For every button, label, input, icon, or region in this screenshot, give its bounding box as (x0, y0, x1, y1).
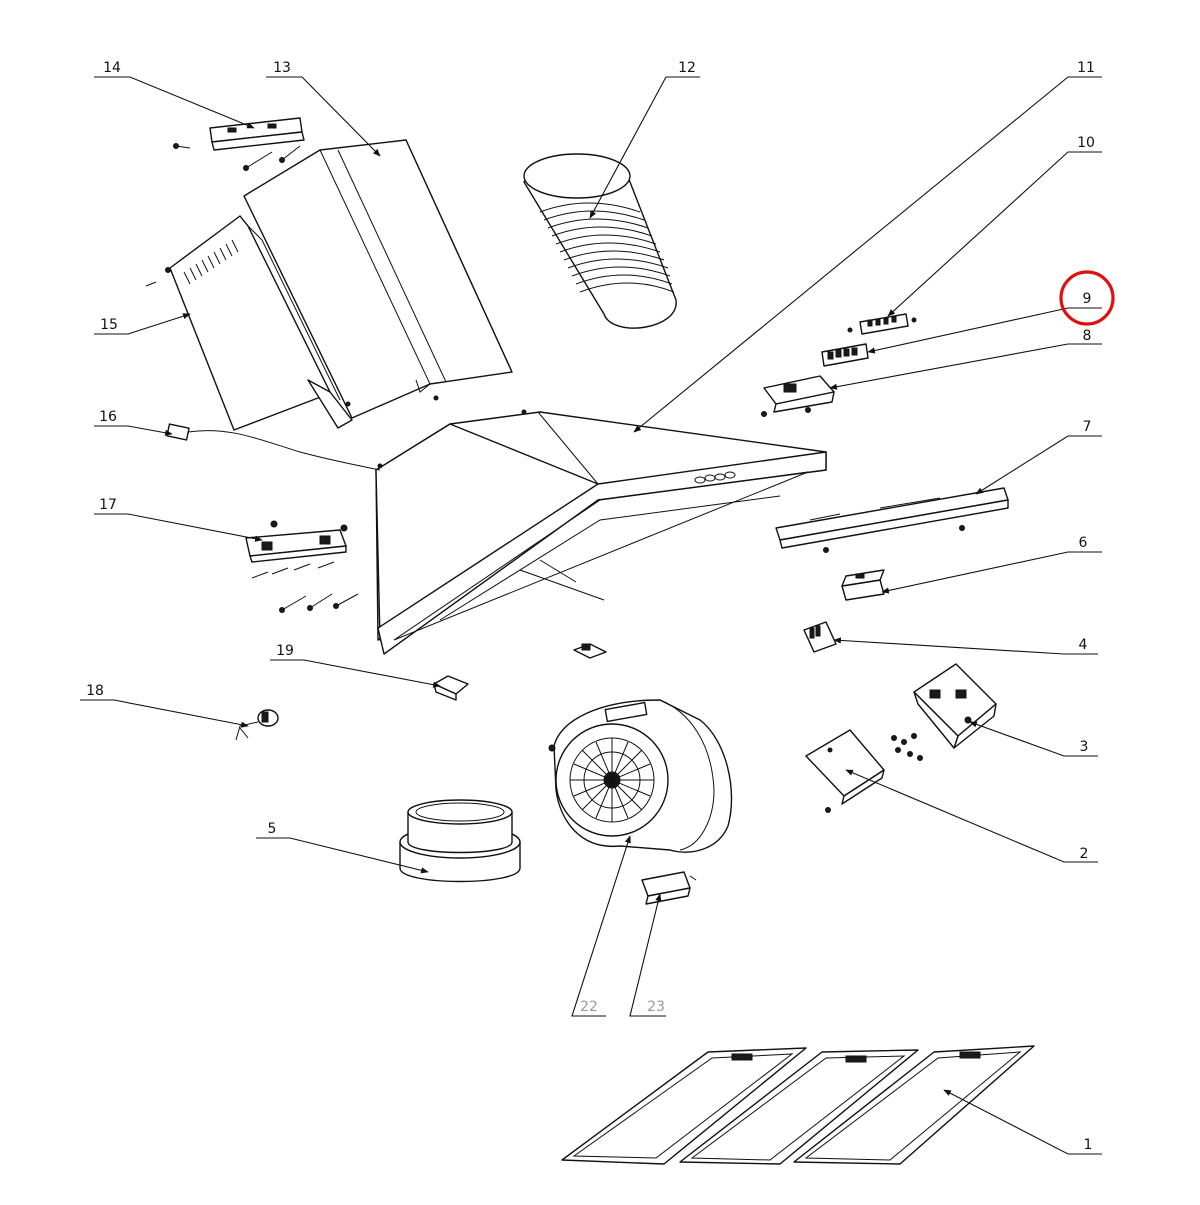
callout-label: 17 (99, 497, 117, 513)
callout-8: 8 (829, 328, 1102, 390)
callout-label: 19 (276, 643, 294, 659)
part-19-lamp-holder (433, 643, 607, 701)
part-12-flexible-duct (523, 153, 677, 329)
callout-6: 6 (881, 535, 1102, 594)
part-18-lamp-socket (235, 709, 279, 741)
part-17-wall-bracket (245, 520, 359, 613)
callout-label: 12 (678, 60, 696, 76)
callout-10: 10 (887, 135, 1102, 317)
callout-5: 5 (256, 821, 429, 874)
callout-14: 14 (94, 60, 255, 129)
part-5-duct-adapter (399, 799, 521, 883)
part-1-grease-filters (561, 1045, 1035, 1165)
callout-2: 2 (845, 769, 1098, 863)
callout-15: 15 (94, 313, 191, 335)
grease-filter-3 (793, 1045, 1035, 1165)
part-22-blower-motor (548, 699, 733, 853)
callout-label: 15 (100, 317, 118, 333)
part-7-light-panel (775, 487, 1009, 553)
part-10-control-panel (847, 313, 917, 335)
part-9-switch-block (821, 343, 869, 367)
callout-label: 10 (1077, 135, 1095, 151)
callout-18: 18 (80, 683, 249, 728)
callout-label: 13 (273, 60, 291, 76)
part-23-motor-mount (641, 871, 697, 905)
highlight-circle (1059, 270, 1115, 326)
part-4-terminal-block (803, 621, 837, 653)
callout-label: 5 (268, 821, 277, 837)
callout-label: 22 (580, 999, 598, 1015)
callout-12: 12 (589, 60, 700, 219)
part-2-cover-plate (805, 729, 885, 813)
callout-22: 22 (571, 835, 631, 1017)
callout-label: 3 (1080, 739, 1089, 755)
callout-label: 1 (1084, 1137, 1093, 1153)
callout-9: 9 (867, 270, 1115, 354)
callout-23: 23 (629, 893, 666, 1017)
grease-filter-2 (679, 1049, 919, 1165)
callout-label: 16 (99, 409, 117, 425)
callout-7: 7 (975, 419, 1102, 495)
part-8-control-box (761, 375, 835, 417)
callout-label: 6 (1079, 535, 1088, 551)
part-15-lower-chimney (145, 215, 353, 431)
callout-13: 13 (266, 60, 381, 157)
callout-label: 2 (1080, 846, 1089, 862)
callout-3: 3 (969, 721, 1098, 757)
part-14-chimney-top-bracket (173, 117, 305, 171)
callout-16: 16 (94, 409, 173, 436)
callout-label: 8 (1083, 328, 1092, 344)
callout-label: 23 (647, 999, 665, 1015)
part-13-upper-chimney (243, 139, 513, 419)
callout-19: 19 (270, 643, 441, 688)
part-6-capacitor (841, 569, 885, 601)
callout-label: 9 (1083, 291, 1092, 307)
callout-11: 11 (633, 60, 1102, 433)
part-3-motor-bracket (891, 663, 997, 761)
grease-filter-1 (561, 1047, 807, 1165)
part-16-power-cord (166, 423, 381, 471)
part-11-hood-canopy (375, 409, 827, 655)
callout-1: 1 (943, 1089, 1102, 1155)
callout-label: 14 (103, 60, 121, 76)
callout-4: 4 (833, 637, 1098, 655)
callout-17: 17 (94, 497, 263, 542)
callout-label: 11 (1077, 60, 1095, 76)
callout-label: 4 (1079, 637, 1088, 653)
callout-label: 7 (1083, 419, 1092, 435)
callout-label: 18 (86, 683, 104, 699)
